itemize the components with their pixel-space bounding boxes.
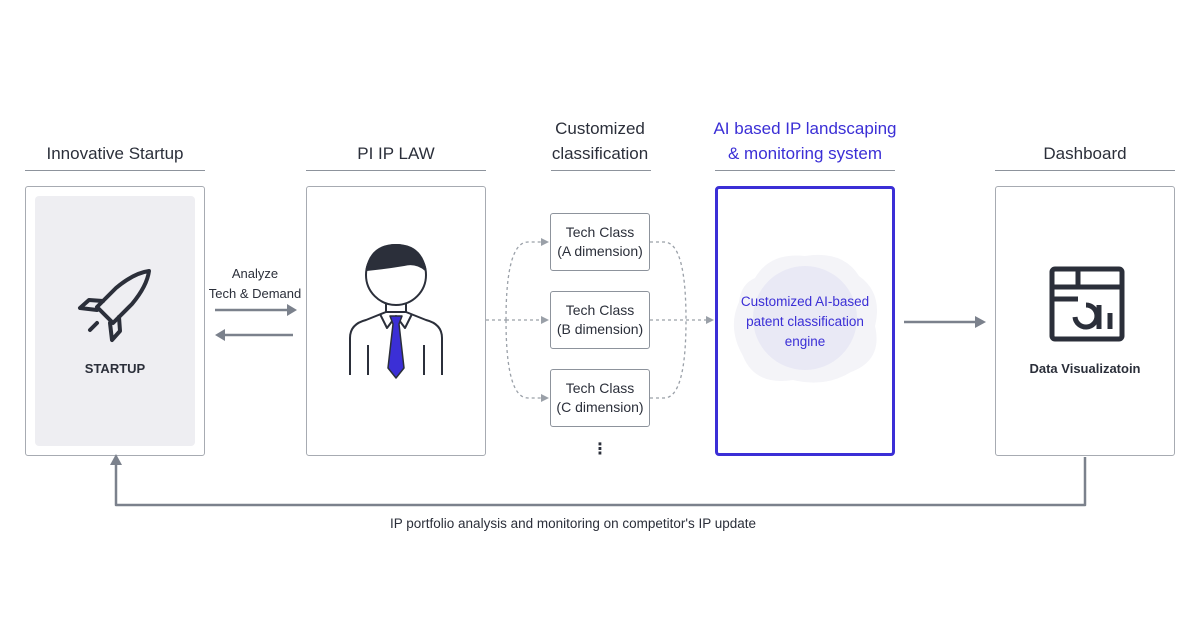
engine-label-line3: engine: [784, 334, 826, 349]
tech-class-a-box: Tech Class (A dimension): [550, 213, 650, 271]
startup-label: STARTUP: [84, 361, 146, 376]
classification-title-line1: Customized: [555, 119, 645, 138]
to-dashboard-arrow: [904, 316, 986, 328]
dashboard-panel: [995, 186, 1175, 456]
ai-system-title-line1: AI based IP landscaping: [713, 119, 897, 138]
tech-class-a-line2: (A dimension): [557, 243, 643, 259]
engine-label-line2: patent classification: [746, 314, 864, 329]
law-column-title: PI IP LAW: [357, 144, 435, 163]
analyze-label-line2: Tech & Demand: [208, 286, 302, 301]
ai-system-title-underline: [715, 170, 895, 171]
analyze-return-arrow: [215, 329, 293, 341]
engine-cloud-shape: [733, 254, 877, 383]
startup-title-underline: [25, 170, 205, 171]
tech-class-a-line1: Tech Class: [565, 224, 635, 240]
tech-class-b-line1: Tech Class: [565, 302, 635, 318]
tech-class-b-box: Tech Class (B dimension): [550, 291, 650, 349]
dashboard-column-title: Dashboard: [1043, 144, 1127, 163]
classification-connectors: [486, 238, 714, 402]
classification-title-line2: classification: [551, 144, 649, 163]
tech-class-c-line1: Tech Class: [565, 380, 635, 396]
tech-class-b-line2: (B dimension): [556, 321, 644, 337]
dashboard-title-underline: [995, 170, 1175, 171]
more-classes-ellipsis: ⋮: [592, 441, 608, 458]
law-title-underline: [306, 170, 486, 171]
tech-class-c-line2: (C dimension): [556, 399, 644, 415]
dashboard-label: Data Visualizatoin: [1029, 361, 1141, 376]
feedback-label: IP portfolio analysis and monitoring on …: [390, 516, 757, 531]
feedback-loop-line: [110, 454, 1087, 507]
analyze-label-line1: Analyze: [231, 266, 279, 281]
classification-title-underline: [551, 170, 651, 171]
rocket-icon: [78, 269, 151, 342]
engine-label-line1: Customized AI-based: [740, 294, 870, 309]
analyze-forward-arrow: [215, 304, 297, 316]
dashboard-chart-icon: [1049, 266, 1125, 342]
tech-class-c-box: Tech Class (C dimension): [550, 369, 650, 427]
person-with-tie-icon: [349, 244, 443, 379]
startup-panel: [25, 186, 205, 456]
startup-column-title: Innovative Startup: [46, 144, 184, 163]
ai-system-title-line2: & monitoring system: [728, 144, 882, 163]
